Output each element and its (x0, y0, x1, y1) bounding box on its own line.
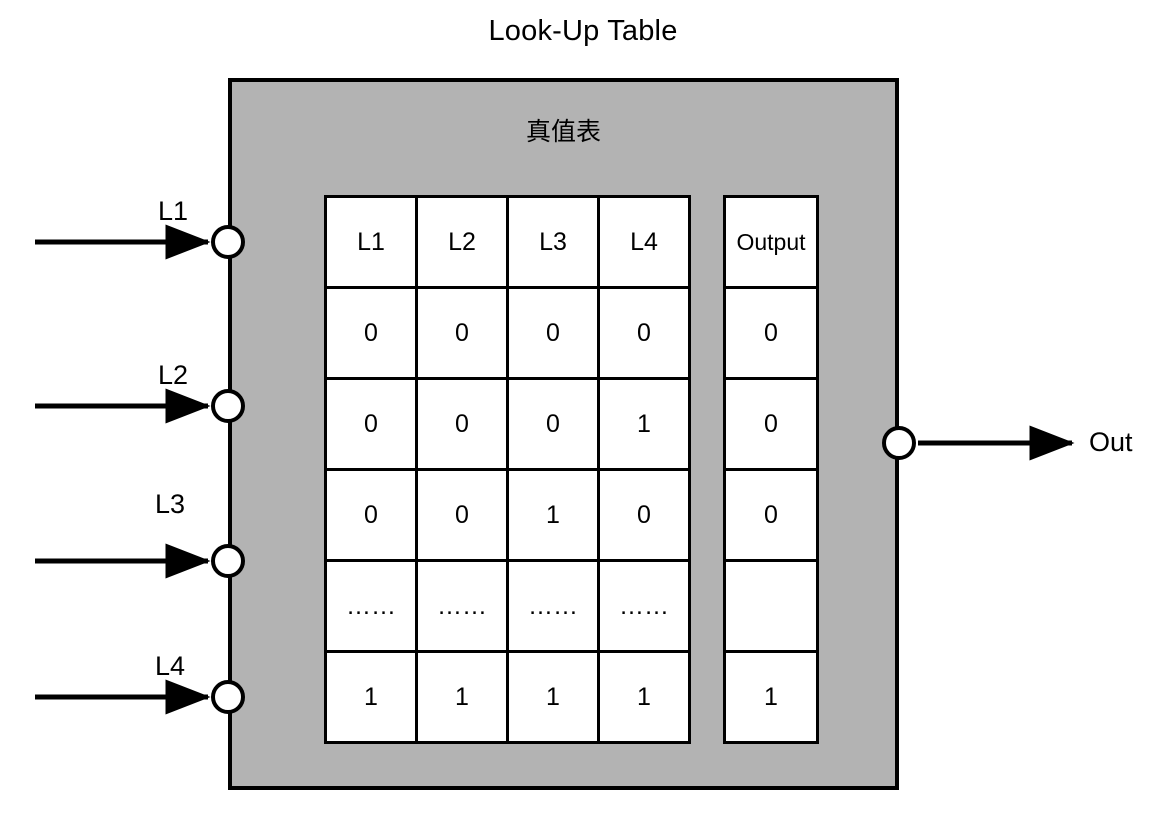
truth-table-output: Output 0 0 0 1 (723, 195, 819, 744)
cell-output: 0 (723, 377, 819, 471)
lut-block-caption: 真值表 (525, 118, 601, 146)
cell-l3: 0 (506, 377, 600, 471)
cell-l4: 0 (597, 468, 691, 562)
cell-l1: …… (324, 559, 418, 653)
table-row-ellipsis: …… …… …… …… (324, 559, 691, 653)
input-label-l1: L1 (158, 196, 189, 226)
input-label-l2: L2 (158, 360, 189, 390)
cell-l4: …… (597, 559, 691, 653)
cell-l1: 1 (324, 650, 418, 744)
cell-l1: 0 (324, 377, 418, 471)
page-title: Look-Up Table (488, 15, 678, 47)
column-header-l3: L3 (506, 195, 600, 289)
cell-output: 0 (723, 468, 819, 562)
table-row: 0 (723, 468, 819, 562)
input-port-l1[interactable] (211, 225, 245, 259)
cell-l1: 0 (324, 286, 418, 380)
cell-l2: 0 (415, 286, 509, 380)
table-row: 0 (723, 377, 819, 471)
cell-l2: 0 (415, 377, 509, 471)
table-row: 1 1 1 1 (324, 650, 691, 744)
cell-l3: …… (506, 559, 600, 653)
column-header-l1: L1 (324, 195, 418, 289)
table-row: 0 (723, 286, 819, 380)
table-header-row: L1 L2 L3 L4 (324, 195, 691, 289)
cell-l2: 0 (415, 468, 509, 562)
output-label-out: Out (1089, 427, 1133, 457)
truth-table-inputs: L1 L2 L3 L4 0 0 0 0 0 0 0 1 (324, 195, 691, 744)
input-port-l2[interactable] (211, 389, 245, 423)
input-label-l3: L3 (155, 489, 186, 519)
cell-l4: 0 (597, 286, 691, 380)
input-port-l4[interactable] (211, 680, 245, 714)
cell-l4: 1 (597, 377, 691, 471)
table-row: 1 (723, 650, 819, 744)
cell-l2: …… (415, 559, 509, 653)
cell-l2: 1 (415, 650, 509, 744)
column-header-output: Output (723, 195, 819, 289)
table-row: 0 0 0 1 (324, 377, 691, 471)
cell-output (723, 559, 819, 653)
truth-table-output-wrapper: Output 0 0 0 1 (723, 195, 819, 744)
column-header-l4: L4 (597, 195, 691, 289)
input-label-l4: L4 (155, 651, 186, 681)
table-row: 0 0 0 0 (324, 286, 691, 380)
table-row: 0 0 1 0 (324, 468, 691, 562)
truth-table-inputs-wrapper: L1 L2 L3 L4 0 0 0 0 0 0 0 1 (324, 195, 691, 744)
output-port-out[interactable] (882, 426, 916, 460)
cell-l3: 1 (506, 650, 600, 744)
table-row-ellipsis (723, 559, 819, 653)
cell-l3: 1 (506, 468, 600, 562)
cell-l4: 1 (597, 650, 691, 744)
cell-l1: 0 (324, 468, 418, 562)
input-port-l3[interactable] (211, 544, 245, 578)
cell-output: 1 (723, 650, 819, 744)
column-header-l2: L2 (415, 195, 509, 289)
table-header-row: Output (723, 195, 819, 289)
cell-output: 0 (723, 286, 819, 380)
cell-l3: 0 (506, 286, 600, 380)
